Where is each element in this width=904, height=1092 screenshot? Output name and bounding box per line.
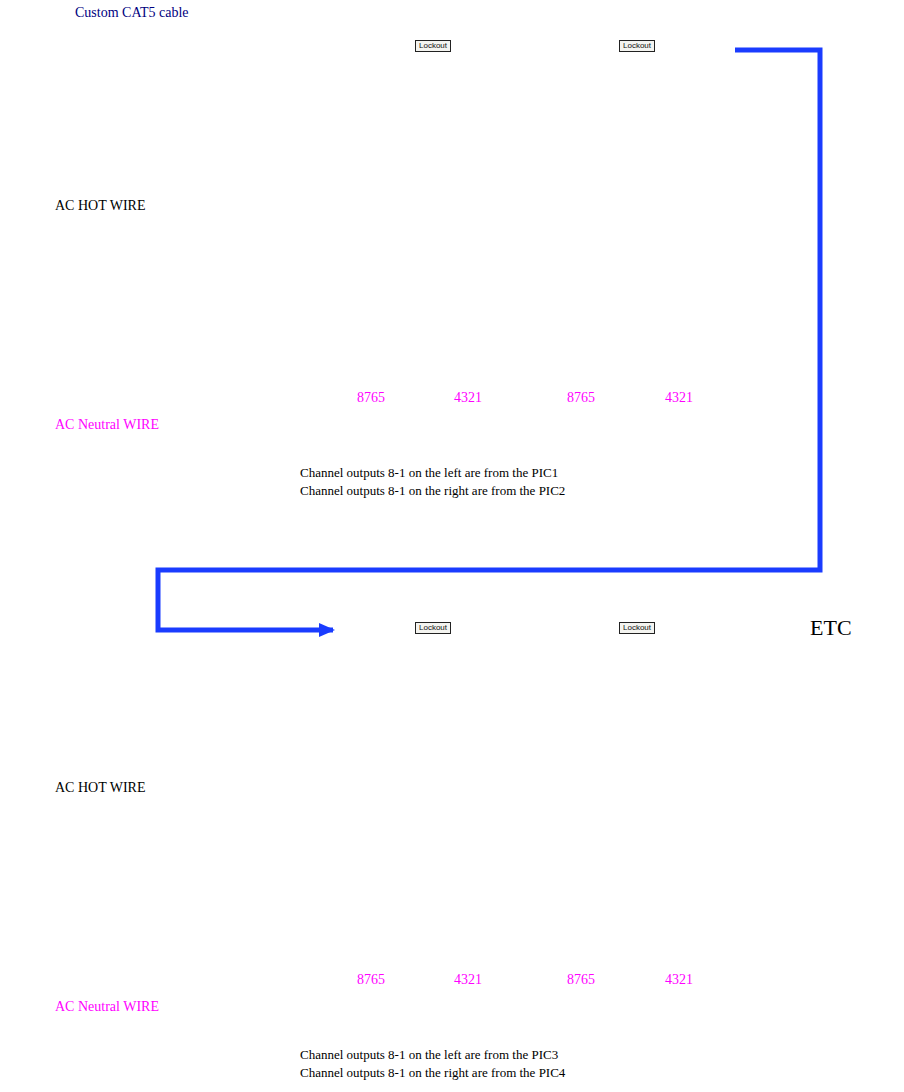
wire-label: 8765 [567,390,595,406]
controller-board: Lockout Lockout [335,18,735,192]
wire-label: AC HOT WIRE [55,198,145,214]
wire-label: AC HOT WIRE [55,780,145,796]
wire-label: Channel outputs 8-1 on the left are from… [300,1048,558,1063]
wire-label: Channel outputs 8-1 on the left are from… [300,466,558,481]
wire-label: Custom CAT5 cable [75,5,189,21]
wire-label: AC Neutral WIRE [55,999,159,1015]
wire-label: AC Neutral WIRE [55,417,159,433]
board-label: Lockout [619,40,655,52]
wire-label: 4321 [665,390,693,406]
wire-label: 8765 [357,972,385,988]
cat5-cable [158,50,820,630]
wire-label: 4321 [454,390,482,406]
continuation-label: ETC [810,615,852,640]
wire-label: Channel outputs 8-1 on the right are fro… [300,484,565,499]
board-label: Lockout [415,40,451,52]
wire-label: 4321 [665,972,693,988]
board-label: Lockout [619,622,655,634]
controller-board: Lockout Lockout [335,600,735,774]
wire-label: Channel outputs 8-1 on the right are fro… [300,1066,565,1081]
wire-label: 8765 [357,390,385,406]
wire-label: 8765 [567,972,595,988]
wire-label: 4321 [454,972,482,988]
board-label: Lockout [415,622,451,634]
